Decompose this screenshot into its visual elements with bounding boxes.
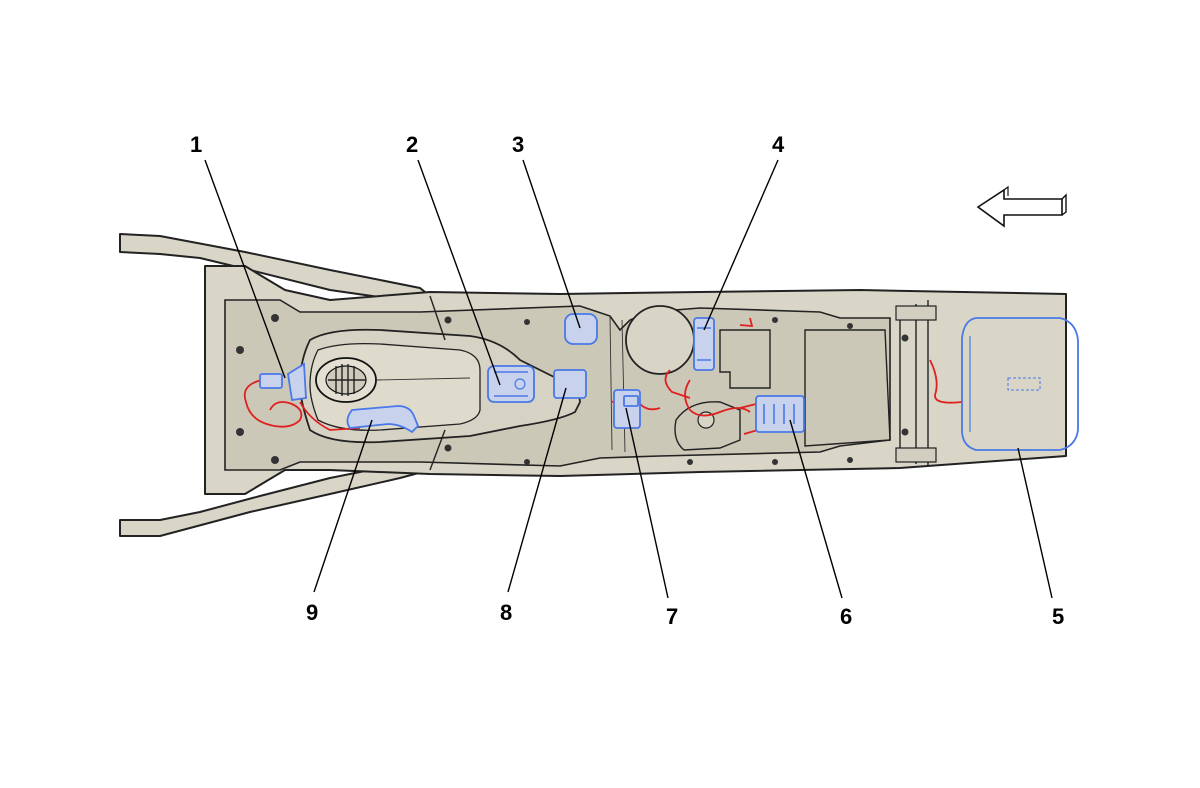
component-6 [755,395,805,433]
component-7 [613,389,641,429]
leader-5 [1017,447,1053,599]
leader-9 [313,419,373,593]
leader-lines [204,159,1053,599]
leader-7 [625,407,669,599]
highlighted-components [259,313,1079,451]
leader-2 [417,159,501,386]
callout-2: 2 [406,132,418,157]
leader-1 [204,159,286,379]
leader-4 [703,159,779,331]
component-9 [346,405,420,434]
callout-7: 7 [666,604,678,629]
callout-9: 9 [306,600,318,625]
callout-6: 6 [840,604,852,629]
callout-5: 5 [1052,604,1064,629]
callout-8: 8 [500,600,512,625]
leader-3 [522,159,581,329]
component-3 [564,313,598,345]
callout-labels: 1 2 3 4 5 6 7 8 9 [190,132,1064,629]
direction-arrow-icon [976,185,1067,228]
component-1 [259,362,307,402]
callout-3: 3 [512,132,524,157]
component-2 [487,365,535,403]
leader-8 [507,387,567,593]
component-8 [553,369,587,399]
leader-6 [789,419,843,599]
callout-4: 4 [772,132,785,157]
component-4 [693,317,715,371]
callout-1: 1 [190,132,202,157]
